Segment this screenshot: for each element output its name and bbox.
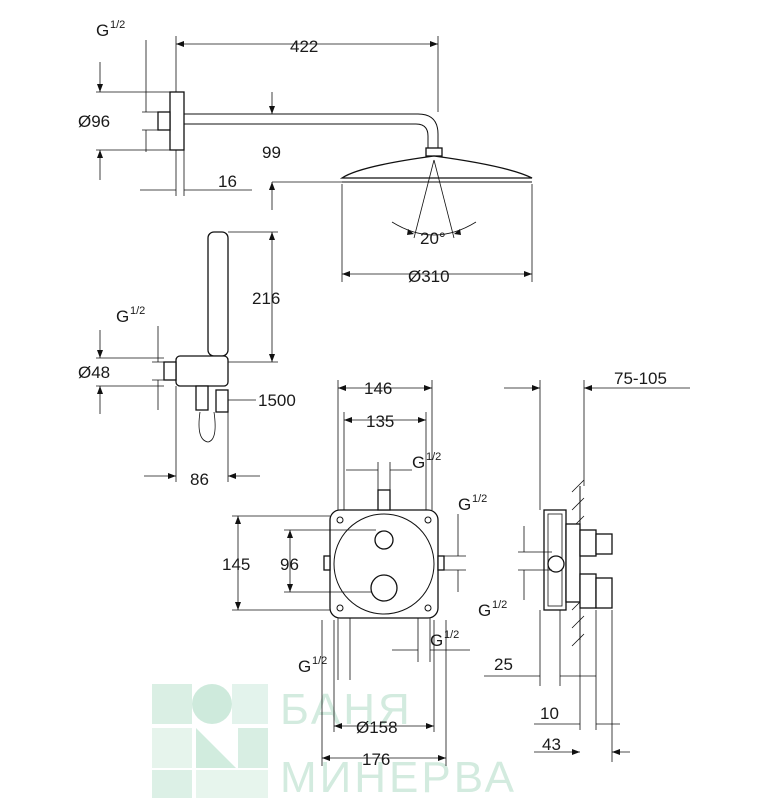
watermark-line2: МИНЕРВА: [280, 753, 517, 800]
thread-g-box-top-frac: 1/2: [426, 451, 441, 463]
thread-g-box-right-frac: 1/2: [472, 493, 487, 505]
shower-head: [339, 155, 533, 179]
dim-43: 43: [542, 735, 561, 754]
box-front-view: 146 135 G 1/2 G 1/2 145 96: [222, 379, 487, 769]
wall-connector: [157, 111, 171, 131]
thread-g-side-frac: 1/2: [492, 599, 507, 611]
thread-g-box-bl: G: [298, 657, 311, 676]
hand-shower-holder: [175, 355, 229, 387]
thread-g-hand: G: [116, 307, 129, 326]
thread-g-box-right: G: [458, 495, 471, 514]
dim-216: 216: [252, 289, 280, 308]
head-shower-view: 422 G 1/2 Ø96 99 16 20°: [78, 19, 533, 286]
box-body: [329, 509, 439, 619]
dim-176: 176: [362, 750, 390, 769]
wall-flange: [169, 91, 185, 151]
thread-g-box-bl-frac: 1/2: [312, 655, 327, 667]
dim-angle-20: 20°: [420, 229, 446, 248]
dim-10: 10: [540, 704, 559, 723]
thread-g-top-frac: 1/2: [110, 19, 125, 31]
dim-145: 145: [222, 555, 250, 574]
hand-shower: [207, 231, 229, 357]
dim-422: 422: [290, 37, 318, 56]
dim-99: 99: [262, 143, 281, 162]
thread-g-box-br-frac: 1/2: [444, 629, 459, 641]
dim-d310: Ø310: [408, 267, 450, 286]
thread-g-box-br: G: [430, 631, 443, 650]
dim-96: 96: [280, 555, 299, 574]
dim-d48: Ø48: [78, 363, 110, 382]
shower-arm: [184, 113, 439, 150]
dim-135: 135: [366, 412, 394, 431]
dim-86: 86: [190, 470, 209, 489]
dim-75-105: 75-105: [614, 369, 667, 388]
dim-16: 16: [218, 172, 237, 191]
hand-shower-view: 216 G 1/2 Ø48 1500 86: [78, 231, 296, 489]
dim-1500: 1500: [258, 391, 296, 410]
thread-g-hand-frac: 1/2: [130, 305, 145, 317]
thread-g-box-top: G: [412, 453, 425, 472]
dim-d96: Ø96: [78, 112, 110, 131]
box-rosette: [333, 513, 435, 615]
watermark: БАНЯ МИНЕРВА: [152, 684, 517, 800]
dim-146: 146: [364, 379, 392, 398]
thread-g-top: G: [96, 21, 109, 40]
dim-25: 25: [494, 655, 513, 674]
box-side-view: 75-105 G 1/2 25 10 43: [478, 369, 690, 762]
dim-d158: Ø158: [356, 718, 398, 737]
thread-g-side: G: [478, 601, 491, 620]
hose: [198, 411, 216, 443]
